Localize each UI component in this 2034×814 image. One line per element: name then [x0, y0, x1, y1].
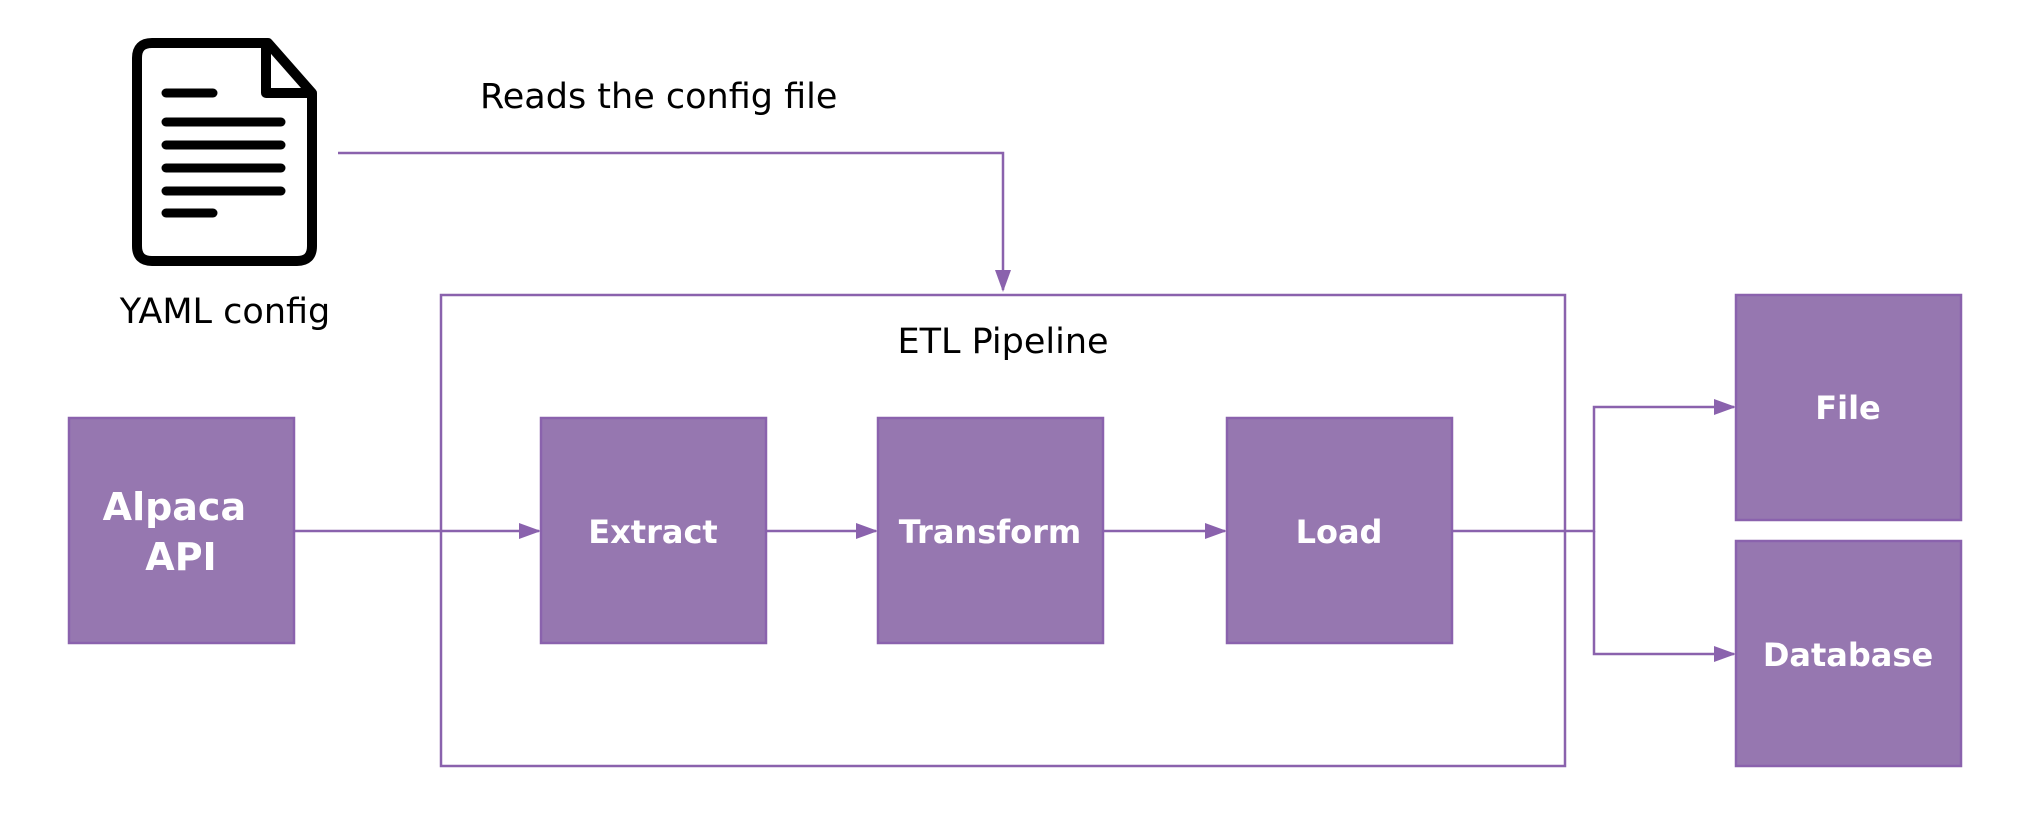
pipeline-title: ETL Pipeline — [897, 322, 1108, 362]
file-label: File — [1815, 389, 1881, 427]
config-arrow-caption: Reads the config file — [480, 77, 837, 117]
database-label: Database — [1763, 636, 1933, 674]
transform-label: Transform — [899, 513, 1082, 551]
load-box — [1225, 416, 1454, 645]
file-box — [1734, 293, 1963, 522]
extract-box — [539, 416, 768, 645]
config-label: YAML config — [119, 292, 331, 332]
load-label: Load — [1296, 513, 1383, 551]
extract-label: Extract — [588, 513, 717, 551]
transform-box — [876, 416, 1105, 645]
alpaca-api-label: Alpaca API — [103, 485, 260, 579]
alpaca-api-line2: API — [145, 535, 216, 579]
config-read-arrow — [338, 151, 1011, 292]
load-to-file-arrow — [1452, 399, 1736, 533]
document-icon — [132, 38, 317, 266]
database-box — [1734, 539, 1963, 768]
alpaca-api-box — [67, 416, 296, 645]
load-to-database-arrow — [1592, 531, 1736, 662]
alpaca-api-line1: Alpaca — [103, 485, 246, 529]
